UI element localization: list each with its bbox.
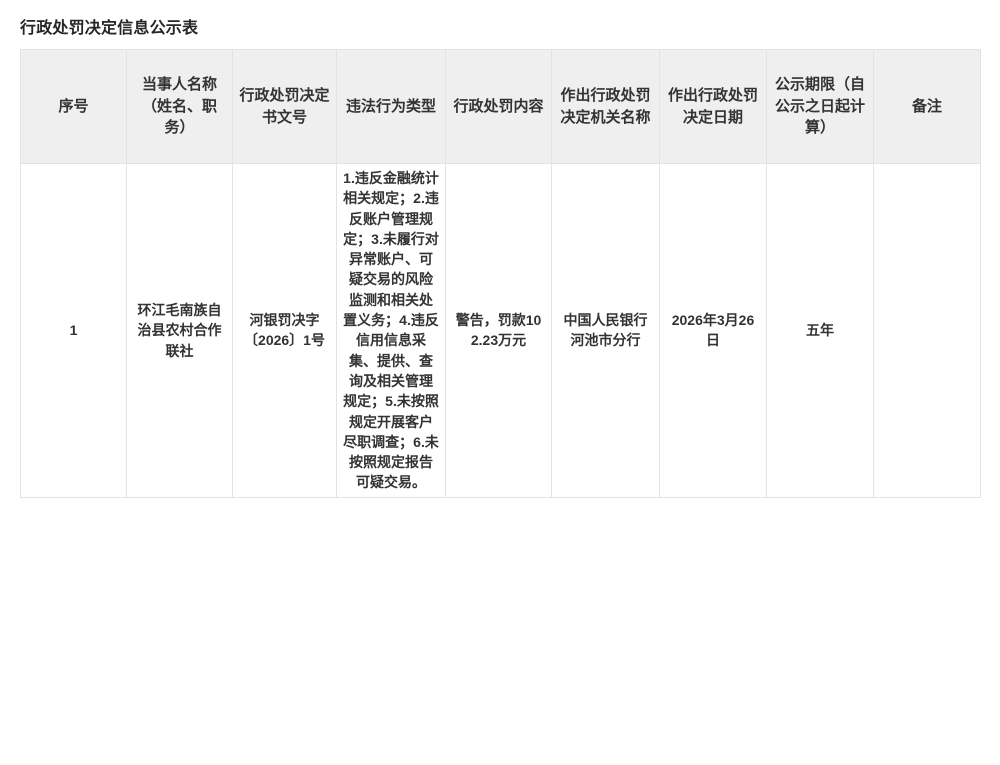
cell-violation-type: 1.违反金融统计相关规定；2.违反账户管理规定；3.未履行对异常账户、可疑交易的… <box>336 163 446 498</box>
column-header-authority: 作出行政处罚决定机关名称 <box>551 49 660 164</box>
column-header-decision-date: 作出行政处罚决定日期 <box>659 49 767 164</box>
administrative-penalty-table: 序号 当事人名称（姓名、职务） 行政处罚决定书文号 违法行为类型 行政处罚内容 … <box>20 49 981 498</box>
page-title: 行政处罚决定信息公示表 <box>20 20 199 37</box>
table-header-row: 序号 当事人名称（姓名、职务） 行政处罚决定书文号 违法行为类型 行政处罚内容 … <box>20 49 981 164</box>
table-container: 序号 当事人名称（姓名、职务） 行政处罚决定书文号 违法行为类型 行政处罚内容 … <box>20 49 981 498</box>
table-body: 1 环江毛南族自治县农村合作联社 河银罚决字〔2026〕1号 1.违反金融统计相… <box>20 163 981 498</box>
table-row: 1 环江毛南族自治县农村合作联社 河银罚决字〔2026〕1号 1.违反金融统计相… <box>20 163 981 498</box>
cell-decision-date: 2026年3月26日 <box>659 163 767 498</box>
table-header: 序号 当事人名称（姓名、职务） 行政处罚决定书文号 违法行为类型 行政处罚内容 … <box>20 49 981 164</box>
cell-disclosure-period: 五年 <box>766 163 874 498</box>
column-header-penalty-content: 行政处罚内容 <box>445 49 552 164</box>
column-header-remark: 备注 <box>873 49 981 164</box>
cell-party-name: 环江毛南族自治县农村合作联社 <box>126 163 233 498</box>
column-header-violation-type: 违法行为类型 <box>336 49 446 164</box>
cell-document-number: 河银罚决字〔2026〕1号 <box>232 163 337 498</box>
column-header-party-name: 当事人名称（姓名、职务） <box>126 49 233 164</box>
column-header-index: 序号 <box>20 49 127 164</box>
column-header-document-number: 行政处罚决定书文号 <box>232 49 337 164</box>
cell-index: 1 <box>20 163 127 498</box>
cell-penalty-content: 警告，罚款102.23万元 <box>445 163 552 498</box>
cell-decision-authority: 中国人民银行河池市分行 <box>551 163 660 498</box>
column-header-disclosure-period: 公示期限（自公示之日起计算） <box>766 49 874 164</box>
cell-remark <box>873 163 981 498</box>
